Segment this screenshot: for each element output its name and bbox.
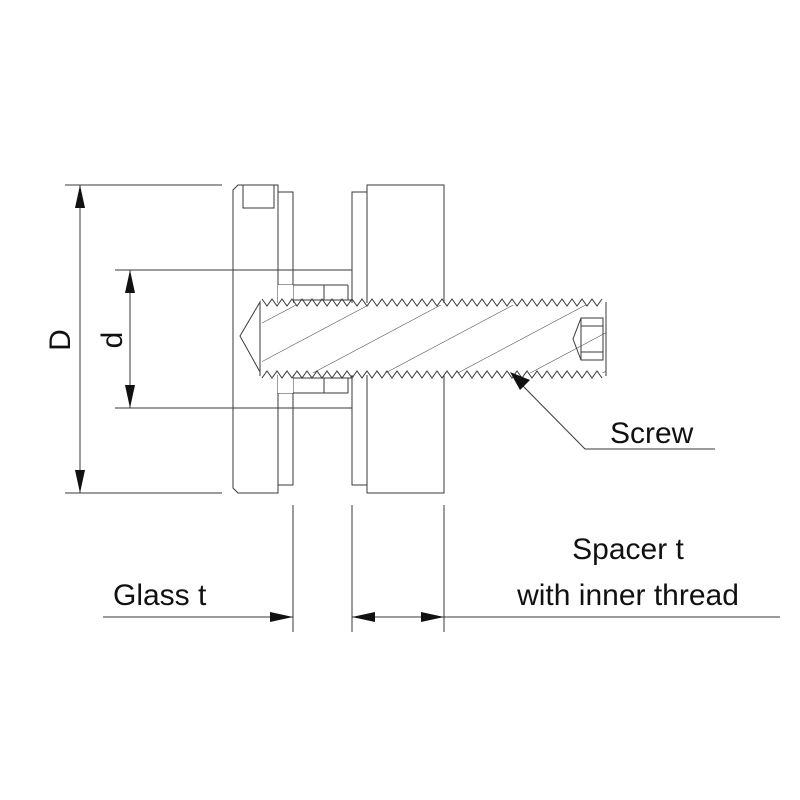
spacer-thickness-label: Spacer t	[572, 533, 684, 566]
screw-label: Screw	[610, 417, 694, 450]
outer-diameter-label: D	[44, 329, 77, 351]
screw-callout: Screw	[510, 372, 715, 450]
glass-thickness-label: Glass t	[113, 579, 207, 612]
inner-diameter-label: d	[96, 332, 129, 349]
outer-diameter-dimension: D	[44, 184, 222, 494]
inner-diameter-dimension: d	[96, 269, 293, 409]
thickness-dimensions: Glass t Spacer t with inner thread	[103, 505, 780, 632]
hex-socket-icon	[572, 317, 604, 361]
screw	[239, 298, 607, 379]
spacer-thread-label: with inner thread	[516, 579, 739, 612]
